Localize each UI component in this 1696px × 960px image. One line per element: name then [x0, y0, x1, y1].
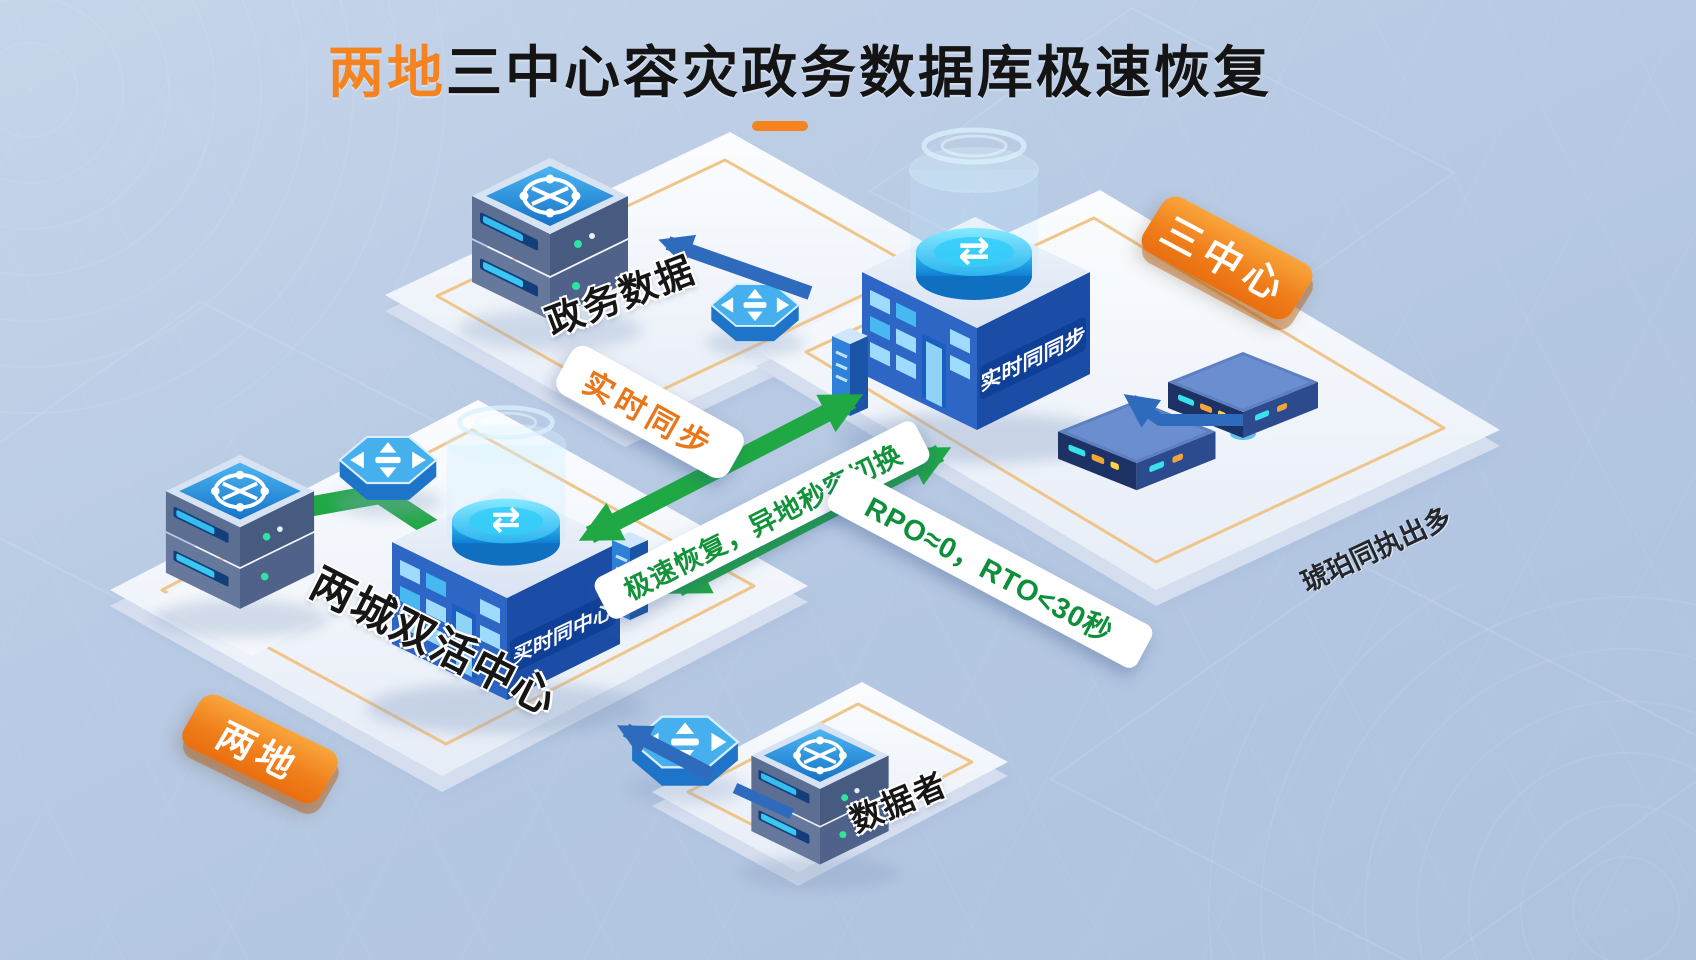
title-rest: 三中心容灾政务数据库极速恢复 — [446, 41, 1272, 104]
database-cylinder-icon — [446, 408, 565, 566]
city-a-server — [153, 455, 328, 637]
blue-arrow-to-gov-data — [658, 234, 813, 300]
database-cylinder-icon — [910, 130, 1038, 300]
blue-arrow-to-dual-active — [616, 723, 716, 782]
page-title: 两地三中心容灾政务数据库极速恢复 — [160, 28, 1440, 109]
title-underline — [752, 121, 808, 131]
disaster-recovery-center-building: 实时同同步 — [836, 130, 1116, 464]
blue-network-arrows — [616, 234, 1243, 820]
blue-arrow-appliance-to-building — [1123, 394, 1243, 428]
blue-link-router-server — [732, 782, 795, 820]
title-highlight: 两地 — [328, 41, 446, 104]
